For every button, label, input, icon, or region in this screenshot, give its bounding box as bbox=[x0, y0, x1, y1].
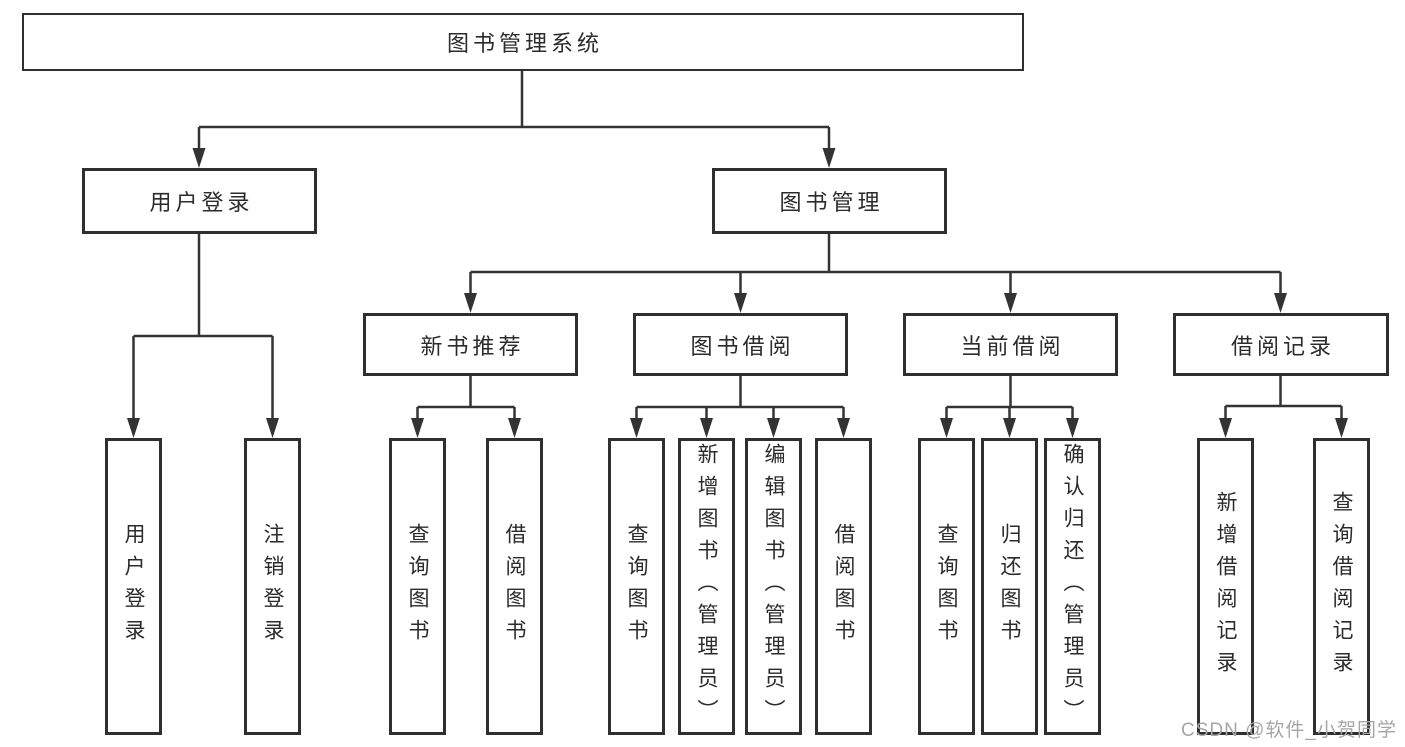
node-label: 查询图书 bbox=[625, 522, 648, 651]
leaf-query-books-borrow: 查询图书 bbox=[608, 438, 665, 735]
node-label: 查询图书 bbox=[935, 522, 958, 651]
node-label: 图书管理系统 bbox=[446, 31, 603, 56]
connector-userlogin-to-leaves bbox=[132, 234, 274, 421]
node-label: 用户登录 bbox=[122, 522, 145, 651]
arrow-icon bbox=[1004, 293, 1017, 313]
leaf-query-books-recommend: 查询图书 bbox=[389, 438, 446, 735]
arrow-icon bbox=[630, 418, 643, 438]
node-label: 新书推荐 bbox=[420, 333, 525, 359]
arrow-icon bbox=[1219, 418, 1232, 438]
arrow-icon bbox=[192, 148, 206, 168]
arrow-icon bbox=[508, 418, 521, 438]
arrow-icon bbox=[734, 293, 747, 313]
node-label: 归还图书 bbox=[998, 522, 1021, 651]
node-label: 当前借阅 bbox=[960, 333, 1065, 359]
leaf-return-books: 归还图书 bbox=[981, 438, 1038, 735]
node-label: 新增借阅记录 bbox=[1214, 490, 1237, 683]
leaf-add-books-admin: 新增图书（管理员） bbox=[678, 438, 735, 735]
arrow-icon bbox=[1066, 418, 1079, 438]
leaf-logout: 注销登录 bbox=[244, 438, 301, 735]
connector-bookmgmt-to-level3 bbox=[469, 234, 1282, 296]
connector-root-to-level2 bbox=[197, 71, 831, 151]
connector-current-to-leaves bbox=[945, 376, 1074, 421]
leaf-confirm-return-admin: 确认归还（管理员） bbox=[1044, 438, 1101, 735]
arrow-icon bbox=[822, 148, 836, 168]
arrow-icon bbox=[464, 293, 477, 313]
arrow-icon bbox=[1335, 418, 1348, 438]
node-label: 借阅图书 bbox=[832, 522, 855, 651]
node-label: 确认归还（管理员） bbox=[1061, 442, 1084, 731]
arrow-icon bbox=[940, 418, 953, 438]
connector-newbook-to-leaves bbox=[416, 376, 516, 421]
arrow-heads bbox=[127, 148, 1348, 438]
arrow-icon bbox=[266, 418, 279, 438]
node-label: 用户登录 bbox=[149, 190, 254, 215]
leaf-query-books-current: 查询图书 bbox=[918, 438, 975, 735]
node-label: 查询图书 bbox=[406, 522, 429, 651]
arrow-icon bbox=[1003, 418, 1016, 438]
leaf-user-login: 用户登录 bbox=[105, 438, 162, 735]
node-current-borrow: 当前借阅 bbox=[903, 313, 1118, 376]
arrow-icon bbox=[1274, 293, 1287, 313]
node-book-management: 图书管理 bbox=[712, 168, 947, 234]
node-label: 查询借阅记录 bbox=[1330, 490, 1353, 683]
arrow-icon bbox=[767, 418, 780, 438]
node-root-system: 图书管理系统 bbox=[22, 13, 1024, 71]
node-label: 借阅记录 bbox=[1230, 333, 1335, 359]
node-label: 图书管理 bbox=[779, 190, 884, 215]
leaf-add-borrow-record: 新增借阅记录 bbox=[1197, 438, 1254, 735]
node-label: 新增图书（管理员） bbox=[695, 442, 718, 731]
node-book-borrow: 图书借阅 bbox=[633, 313, 848, 376]
arrow-icon bbox=[411, 418, 424, 438]
node-label: 注销登录 bbox=[261, 522, 284, 651]
node-label: 图书借阅 bbox=[690, 333, 795, 359]
arrow-icon bbox=[700, 418, 713, 438]
node-label: 编辑图书（管理员） bbox=[762, 442, 785, 731]
connector-records-to-leaves bbox=[1224, 376, 1343, 421]
node-user-login: 用户登录 bbox=[82, 168, 317, 234]
node-new-book-recommend: 新书推荐 bbox=[363, 313, 578, 376]
connector-borrow-to-leaves bbox=[635, 376, 845, 421]
arrow-icon bbox=[837, 418, 850, 438]
csdn-watermark: CSDN @软件_小贺同学 bbox=[1181, 720, 1397, 741]
arrow-icon bbox=[127, 418, 140, 438]
leaf-query-borrow-record: 查询借阅记录 bbox=[1313, 438, 1370, 735]
leaf-borrow-books: 借阅图书 bbox=[815, 438, 872, 735]
leaf-borrow-books-recommend: 借阅图书 bbox=[486, 438, 543, 735]
leaf-edit-books-admin: 编辑图书（管理员） bbox=[745, 438, 802, 735]
node-label: 借阅图书 bbox=[503, 522, 526, 651]
node-borrow-records: 借阅记录 bbox=[1173, 313, 1389, 376]
